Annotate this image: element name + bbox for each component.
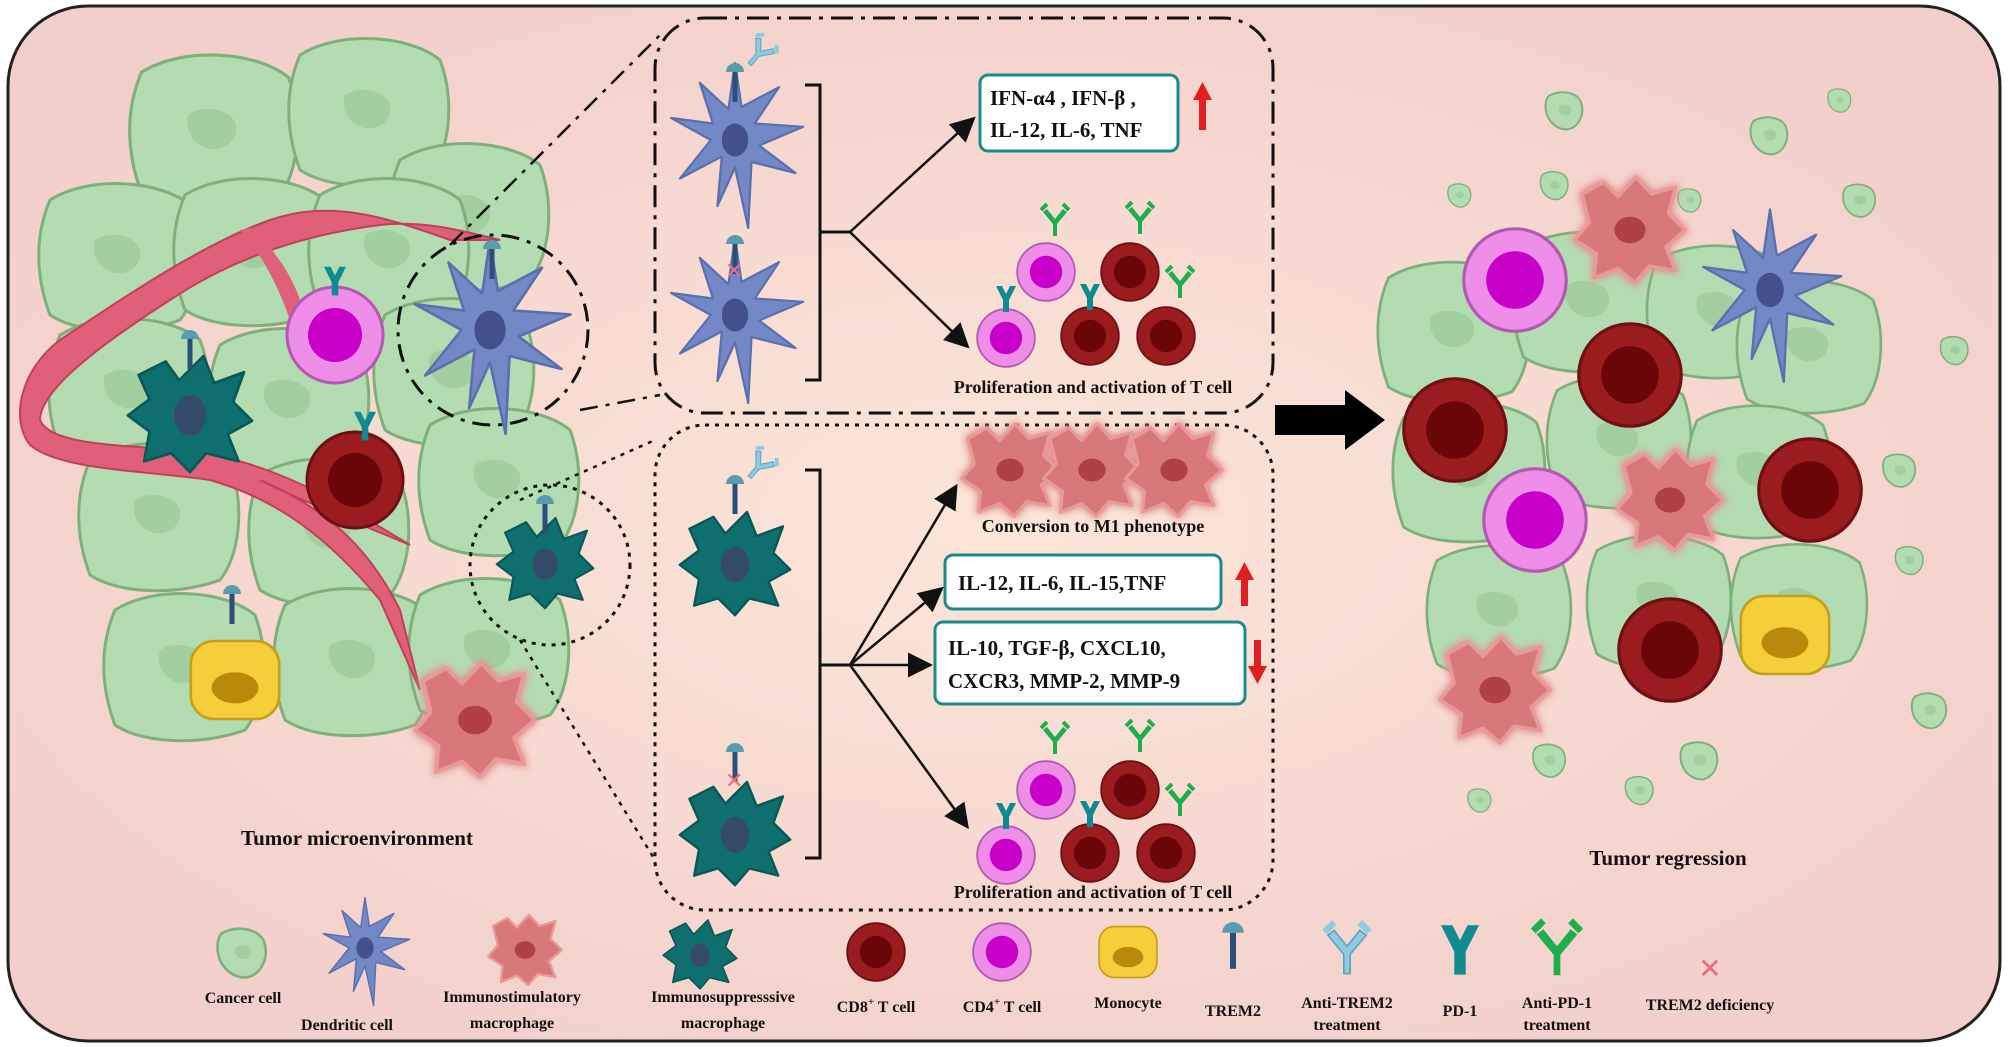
legend-cancer-cell: Cancer cell: [205, 990, 282, 1007]
mac-deficient-cell: ✕: [678, 743, 792, 887]
trem2-deficiency-mark-mac: ✕: [725, 769, 743, 794]
legend-immunosupp-line2: macrophage: [681, 1015, 765, 1032]
dc-cytokines-line1: IFN-α4 , IFN-β ,: [990, 86, 1136, 110]
right-caption: Tumor regression: [1589, 846, 1747, 870]
legend-anti-trem2-line2: treatment: [1313, 1017, 1381, 1034]
legend-deficiency-icon: ✕: [1698, 952, 1721, 985]
legend-cd4-icon: [972, 922, 1032, 982]
left-caption: Tumor microenvironment: [241, 826, 473, 850]
mac-cytokine-down-box: [933, 620, 1247, 706]
dc-mechanism-box: [653, 16, 1275, 415]
zoom-circle-dendritic: [396, 233, 590, 427]
legend-cd8-icon: [846, 922, 906, 982]
legend-cd4: CD4+ T cell: [963, 996, 1042, 1016]
trem2-deficiency-mark: ✕: [725, 259, 743, 284]
mac-cytokines-down-line1: IL-10, TGF-β, CXCL10,: [948, 636, 1166, 660]
dc-deficient-cell: ✕: [670, 235, 805, 405]
up-arrow-icon-mac: [1235, 562, 1254, 606]
legend-trem2-deficiency: TREM2 deficiency: [1646, 997, 1774, 1014]
progression-arrow: [1275, 390, 1385, 450]
zoom-circle-macrophage: [468, 483, 632, 647]
legend-anti-pd1-line2: treatment: [1523, 1017, 1591, 1034]
legend-monocyte-icon: [1098, 925, 1158, 979]
legend-dendritic-cell: Dendritic cell: [301, 1017, 394, 1034]
m1-caption: Conversion to M1 phenotype: [982, 516, 1205, 536]
legend-immunostim-line1: Immunostimulatory: [443, 989, 581, 1006]
legend-pd1: PD-1: [1443, 1003, 1478, 1020]
dc-cytokines-line2: IL-12, IL-6, TNF: [990, 118, 1142, 142]
dc-cytokine-box: [978, 73, 1180, 153]
up-arrow-icon: [1193, 82, 1212, 130]
dc-tcell-caption: Proliferation and activation of T cell: [954, 377, 1232, 397]
legend-anti-trem2-line1: Anti-TREM2: [1301, 995, 1393, 1012]
regression-immune-cells: [1402, 173, 1863, 747]
mac-cytokine-up-box: [943, 553, 1223, 611]
legend-immunosupp-line1: Immunosuppresssive: [651, 989, 795, 1006]
legend-trem2: TREM2: [1205, 1003, 1261, 1020]
mac-cytokines-up: IL-12, IL-6, IL-15,TNF: [958, 571, 1166, 595]
blood-vessel: [19, 209, 501, 691]
legend-cd8: CD8+ T cell: [837, 996, 916, 1016]
blood-vessel-branch: [240, 228, 300, 320]
legend-immunostim-line2: macrophage: [470, 1015, 554, 1032]
mac-tcell-caption: Proliferation and activation of T cell: [954, 882, 1232, 902]
down-arrow-icon: [1248, 640, 1267, 684]
mac-cytokines-down-line2: CXCR3, MMP-2, MMP-9: [948, 669, 1180, 693]
legend: Cancer cell Dendritic cell Immunostimula…: [205, 896, 1774, 1034]
legend-monocyte: Monocyte: [1094, 995, 1162, 1012]
legend-anti-pd1-line1: Anti-PD-1: [1522, 995, 1592, 1012]
